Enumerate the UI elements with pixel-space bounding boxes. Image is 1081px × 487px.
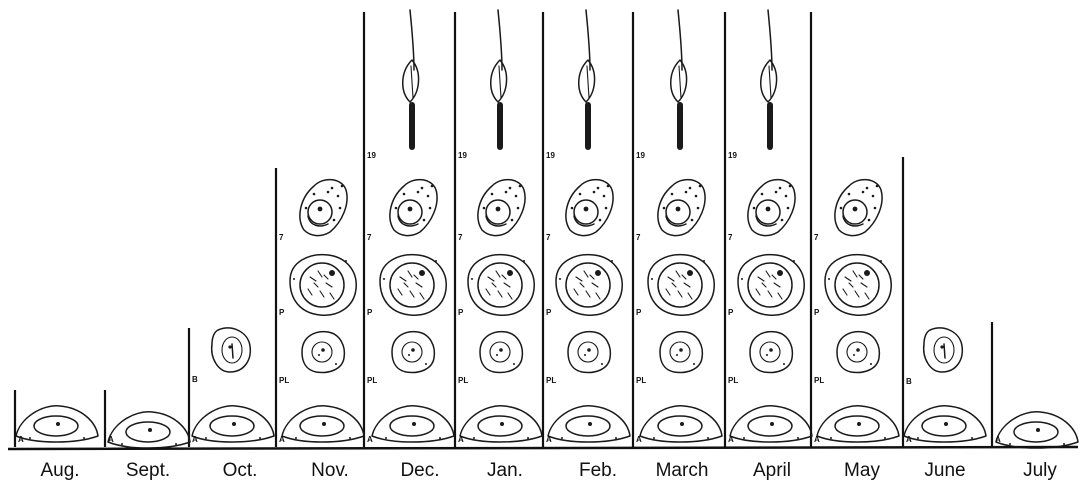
month-label: Sept. <box>126 460 170 481</box>
stage-label: B <box>192 375 198 384</box>
small-round-cell-icon <box>750 332 792 373</box>
irregular-cell-icon <box>212 328 251 372</box>
stage-label: 7 <box>636 233 641 242</box>
month-label: May <box>844 460 880 481</box>
stage-label: P <box>546 308 552 317</box>
stage-label: PL <box>546 376 556 385</box>
column-dividers <box>15 12 992 447</box>
stage-label: P <box>814 308 820 317</box>
stage-label: 19 <box>636 151 645 160</box>
small-round-cell-icon <box>837 332 879 373</box>
stage-label: 7 <box>728 233 733 242</box>
stage-label: A <box>906 435 912 444</box>
stage-labels: A A A B A PL P 7A PL P 7 19A PL P 7 19A PL P 7 19A PL P 7 19A PL… <box>18 151 1001 444</box>
dense-cell-with-vesicle-icon <box>300 180 347 236</box>
stage-label: P <box>458 308 464 317</box>
spermatozoon-icon <box>579 10 595 150</box>
large-nucleus-cell-icon <box>648 255 714 316</box>
small-round-cell-icon <box>480 332 522 373</box>
dense-cell-with-vesicle-icon <box>390 180 437 236</box>
stage-label: 19 <box>546 151 555 160</box>
stage-label: A <box>367 435 373 444</box>
large-nucleus-cell-icon <box>556 255 622 316</box>
month-label: April <box>753 460 791 481</box>
stage-label: A <box>995 435 1001 444</box>
stage-label: 7 <box>546 233 551 242</box>
spermatozoon-icon <box>403 10 419 150</box>
stage-label: B <box>906 377 912 386</box>
stage-label: 7 <box>279 233 284 242</box>
stage-label: A <box>728 435 734 444</box>
flattened-cell-icon <box>16 406 98 442</box>
dense-cell-with-vesicle-icon <box>835 180 882 236</box>
stage-label: A <box>458 435 464 444</box>
flattened-cell-icon <box>372 406 454 442</box>
small-round-cell-icon <box>302 332 344 373</box>
large-nucleus-cell-icon <box>380 255 446 316</box>
flattened-cell-icon <box>548 406 630 442</box>
flattened-cell-icon <box>996 412 1078 448</box>
large-nucleus-cell-icon <box>290 255 356 316</box>
stage-label: PL <box>728 376 738 385</box>
stage-label: A <box>814 435 820 444</box>
stage-label: 19 <box>367 151 376 160</box>
irregular-cell-icon <box>924 328 963 372</box>
stage-label: P <box>279 308 285 317</box>
stage-label: PL <box>279 376 289 385</box>
stage-label: P <box>367 308 373 317</box>
dense-cell-with-vesicle-icon <box>748 180 795 236</box>
stage-label: 7 <box>367 233 372 242</box>
stage-label: PL <box>636 376 646 385</box>
stage-label: A <box>192 435 198 444</box>
small-round-cell-icon <box>392 332 434 373</box>
stage-label: 7 <box>458 233 463 242</box>
spermatozoon-icon <box>761 10 777 150</box>
stage-label: PL <box>458 376 468 385</box>
month-label: July <box>1023 460 1057 481</box>
stage-label: A <box>279 435 285 444</box>
flattened-cell-icon <box>192 406 274 442</box>
large-nucleus-cell-icon <box>468 255 534 316</box>
stage-label: A <box>636 435 642 444</box>
flattened-cell-icon <box>730 406 812 442</box>
stage-label: 19 <box>458 151 467 160</box>
stage-label: 7 <box>814 233 819 242</box>
dense-cell-with-vesicle-icon <box>566 180 613 236</box>
stage-label: A <box>108 435 114 444</box>
flattened-cell-icon <box>640 406 722 442</box>
flattened-cell-icon <box>817 406 899 442</box>
flattened-cell-icon <box>460 406 542 442</box>
month-label: Oct. <box>223 460 258 481</box>
spermatozoon-icon <box>491 10 507 150</box>
stage-label: PL <box>367 376 377 385</box>
month-label: Jan. <box>487 460 523 481</box>
large-nucleus-cell-icon <box>825 255 891 316</box>
flattened-cell-icon <box>108 412 190 448</box>
month-label: Dec. <box>400 460 439 481</box>
small-round-cell-icon <box>568 332 610 373</box>
month-label: Nov. <box>311 460 349 481</box>
spermatozoon-icon <box>671 10 687 150</box>
stage-label: PL <box>814 376 824 385</box>
flattened-cell-icon <box>282 406 364 442</box>
stage-label: A <box>18 435 24 444</box>
stage-label: P <box>636 308 642 317</box>
month-labels: Aug. Sept. Oct. Nov. Dec. Jan. Feb. March April M… <box>40 460 1057 481</box>
small-round-cell-icon <box>660 332 702 373</box>
dense-cell-with-vesicle-icon <box>478 180 525 236</box>
dense-cell-with-vesicle-icon <box>658 180 705 236</box>
month-label: June <box>924 460 965 481</box>
stage-label: P <box>728 308 734 317</box>
large-nucleus-cell-icon <box>738 255 804 316</box>
month-label: March <box>656 460 709 481</box>
flattened-cell-icon <box>904 406 986 442</box>
month-label: Aug. <box>40 460 79 481</box>
month-label: Feb. <box>579 460 617 481</box>
stage-label: 19 <box>728 151 737 160</box>
stage-label: A <box>546 435 552 444</box>
